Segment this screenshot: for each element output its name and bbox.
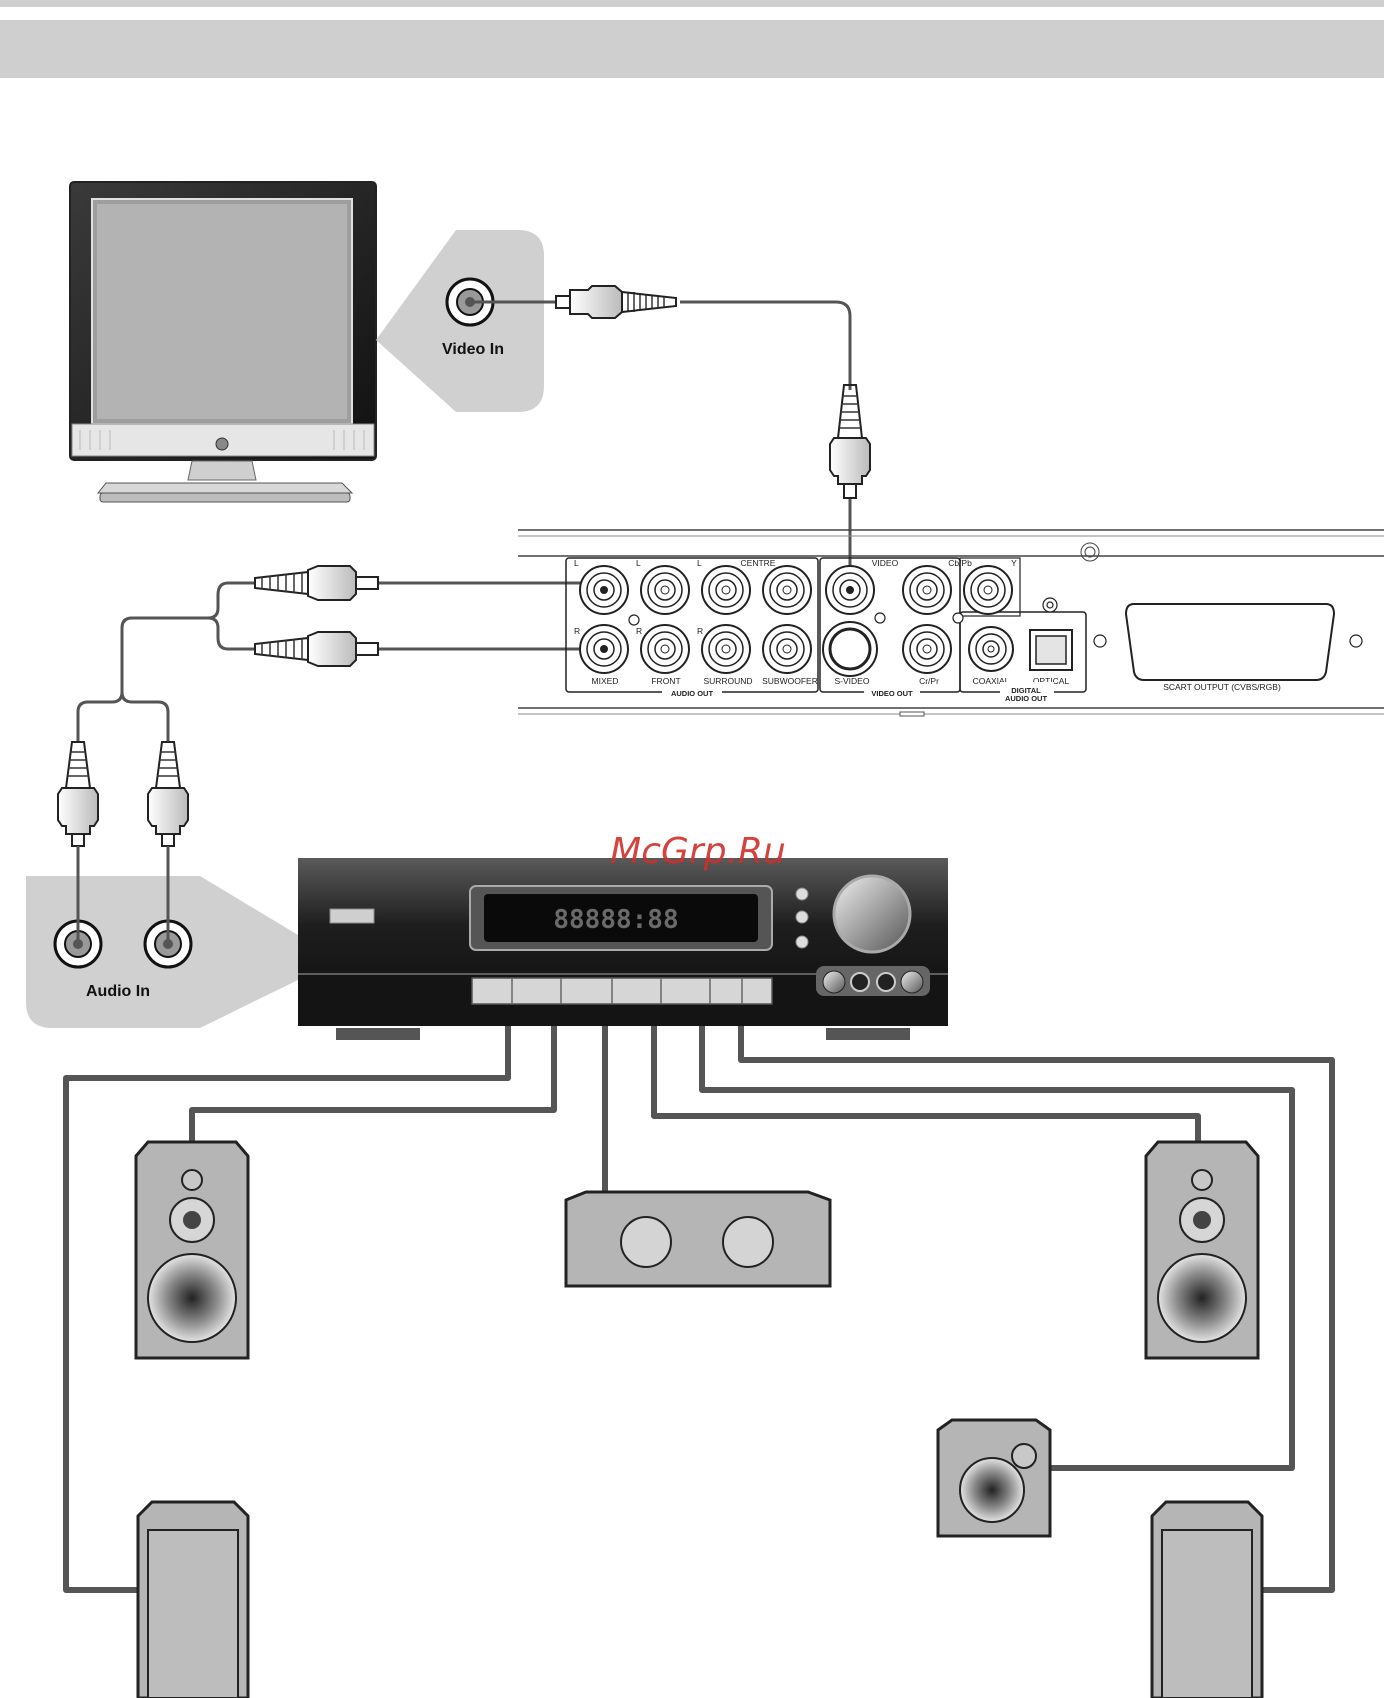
jack-crpr <box>903 625 951 673</box>
front-right-speaker <box>1146 1142 1258 1358</box>
label-r-3: R <box>697 626 703 636</box>
centre-speaker <box>566 1192 830 1286</box>
jack-optical <box>1030 630 1072 670</box>
audio-in-callout: Audio In <box>26 846 298 1028</box>
label-cbpb: Cb/Pb <box>948 558 972 568</box>
jack-y <box>964 566 1012 614</box>
jack-audio-front-l <box>641 566 689 614</box>
receiver-display: 88888:88 <box>553 905 678 935</box>
volume-knob <box>834 876 910 952</box>
label-digital-audio-out: AUDIO OUT <box>1005 694 1048 703</box>
page-header <box>0 0 1384 78</box>
jack-audio-mixed-r <box>580 625 628 673</box>
rca-plug-video-tv <box>556 286 676 318</box>
label-centre: CENTRE <box>741 558 776 568</box>
av-receiver: 88888:88 <box>298 858 948 1040</box>
video-in-callout: Video In <box>376 230 544 412</box>
jack-audio-front-r <box>641 625 689 673</box>
audio-in-label: Audio In <box>86 983 150 1000</box>
label-l-1: L <box>574 558 579 568</box>
jack-audio-centre <box>763 566 811 614</box>
rca-plug-audio-in-l <box>58 742 98 846</box>
label-audio-out: AUDIO OUT <box>671 689 714 698</box>
jack-audio-surround-l <box>702 566 750 614</box>
surround-right-speaker <box>1152 1502 1262 1698</box>
television <box>70 182 376 502</box>
label-front: FRONT <box>651 676 680 686</box>
receiver-indicator-leds <box>796 888 808 948</box>
front-left-speaker <box>136 1142 248 1358</box>
jack-s-video <box>823 622 877 676</box>
rca-plug-audio-l <box>255 566 378 600</box>
rca-plug-video-player <box>830 385 870 498</box>
scart-connector <box>1126 604 1334 680</box>
label-video: VIDEO <box>872 558 899 568</box>
label-crpr: Cr/Pr <box>919 676 939 686</box>
jack-cbpb <box>903 566 951 614</box>
surround-left-speaker <box>138 1502 248 1698</box>
subwoofer-speaker <box>938 1420 1050 1536</box>
label-y: Y <box>1011 558 1017 568</box>
label-l-3: L <box>697 558 702 568</box>
label-mixed: MIXED <box>592 676 619 686</box>
video-in-label: Video In <box>442 341 504 358</box>
watermark: McGrp.Ru <box>610 831 786 872</box>
label-r-2: R <box>636 626 642 636</box>
rca-plug-audio-r <box>255 632 378 666</box>
label-r-1: R <box>574 626 580 636</box>
label-s-video: S-VIDEO <box>835 676 870 686</box>
tv-power-button <box>216 438 228 450</box>
jack-audio-surround-r <box>702 625 750 673</box>
speaker-wires <box>66 1000 1332 1590</box>
dvd-rear-panel: L L L CENTRE VIDEO Cb/Pb Y R R R MIXED F… <box>518 530 1384 716</box>
jack-audio-mixed-l <box>580 566 628 614</box>
label-video-out: VIDEO OUT <box>871 689 913 698</box>
rca-plug-audio-in-r <box>148 742 188 846</box>
label-subwoofer: SUBWOOFER <box>762 676 818 686</box>
jack-coaxial <box>969 627 1013 671</box>
speaker-terminal-strip <box>472 978 772 1004</box>
label-surround: SURROUND <box>703 676 752 686</box>
label-scart-output: SCART OUTPUT (CVBS/RGB) <box>1163 682 1281 692</box>
jack-video <box>826 566 874 614</box>
jack-audio-subwoofer <box>763 625 811 673</box>
label-l-2: L <box>636 558 641 568</box>
